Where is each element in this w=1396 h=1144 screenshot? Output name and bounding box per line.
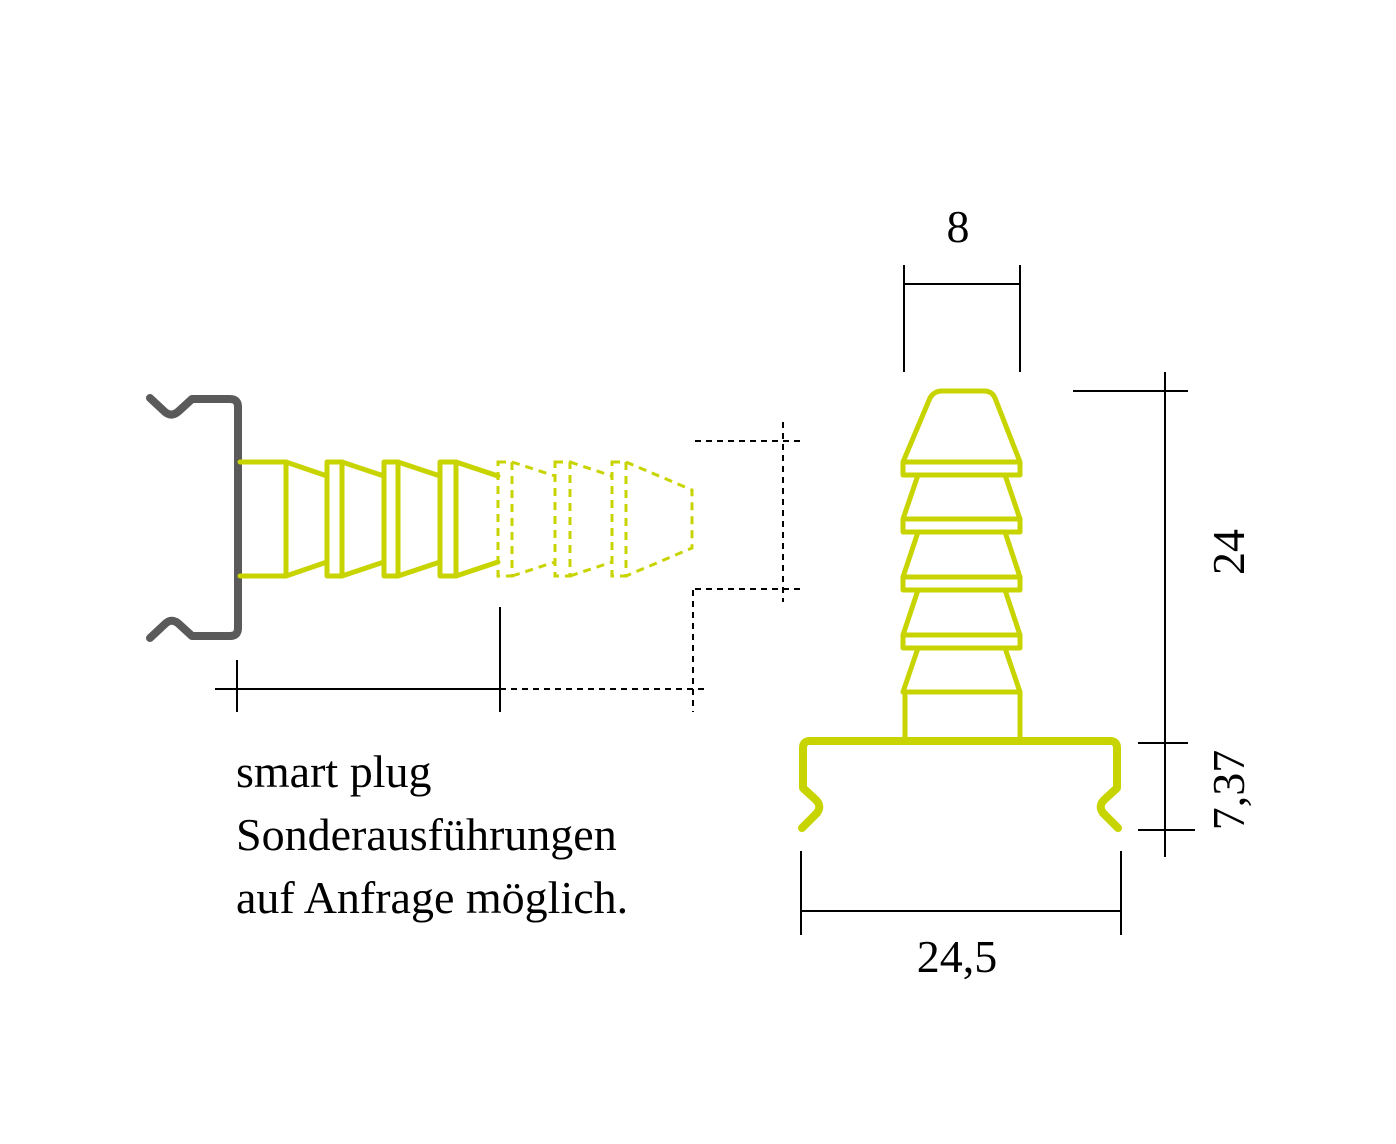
plug-front-view	[900, 388, 1023, 743]
width-dimension-top	[903, 265, 1021, 372]
plug-side-view	[237, 459, 501, 579]
dimension-top-width: 8	[947, 201, 970, 252]
length-dimension	[215, 422, 805, 712]
dimension-base-height: 7,37	[1203, 750, 1254, 831]
dimension-base-width: 24,5	[917, 931, 998, 982]
note-line: auf Anfrage möglich.	[236, 872, 629, 923]
height-dimension	[1073, 372, 1195, 857]
profile-front-view	[798, 737, 1122, 832]
width-dimension-bottom	[800, 851, 1122, 935]
note-line: Sonderausführungen	[236, 809, 617, 860]
note-line: smart plug	[236, 746, 432, 797]
plug-extension-dashed	[496, 460, 694, 578]
dimension-height: 24	[1203, 529, 1254, 575]
profile-side-view	[146, 394, 242, 642]
note-text: smart plug Sonderausführungen auf Anfrag…	[236, 740, 628, 929]
